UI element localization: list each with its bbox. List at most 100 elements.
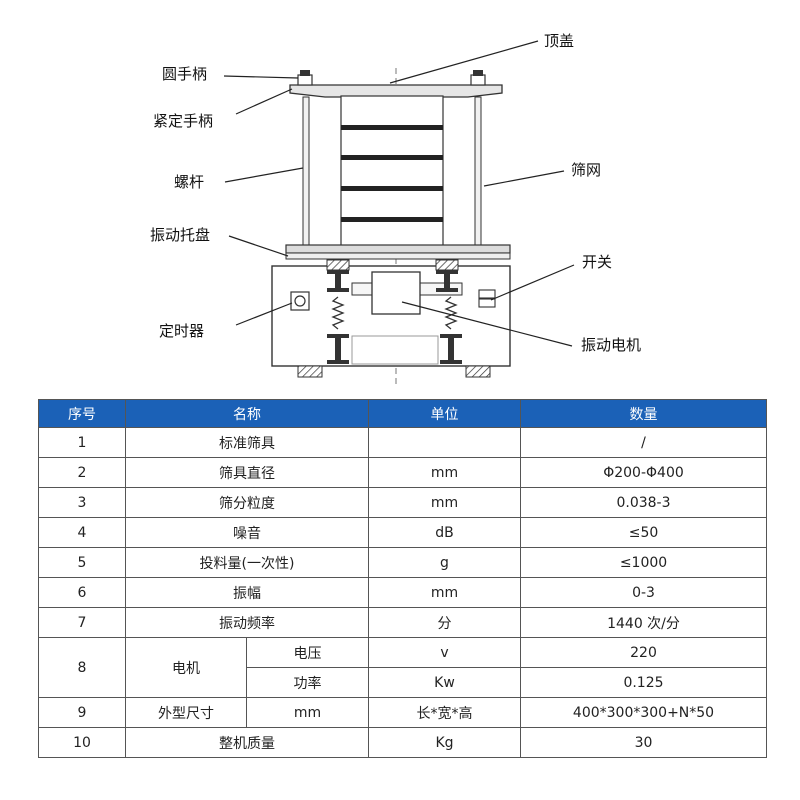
label-timer: 定时器 (159, 322, 205, 340)
leader-timer (235, 302, 293, 326)
round-handle-right (470, 70, 486, 86)
cell-seq: 5 (38, 547, 126, 578)
cell-name: 振幅 (125, 577, 369, 608)
cell-name: 标准筛具 (125, 427, 369, 458)
spring-right (444, 296, 458, 330)
table-row: 8 电机 电压 v 220 (38, 637, 767, 698)
label-round-handle: 圆手柄 (162, 65, 208, 83)
table-row: 2 筛具直径 mm Φ200-Φ400 (38, 457, 767, 488)
cell-unit: mm (368, 577, 521, 608)
label-top-cover: 顶盖 (544, 32, 575, 50)
sieve-shaker-diagram (223, 40, 575, 384)
leader-top-cover (389, 40, 539, 84)
leader-sieve-mesh (483, 170, 565, 187)
cell-seq: 2 (38, 457, 126, 488)
spring-left (331, 296, 345, 330)
leader-round-handle (223, 75, 299, 79)
cell-subname: 功率 (246, 667, 369, 698)
table-row: 5 投料量(一次性) g ≤1000 (38, 547, 767, 578)
cell-qty: 0.125 (520, 667, 767, 698)
hatch-block (326, 259, 350, 271)
label-screw-rod: 螺杆 (174, 173, 205, 191)
table-row: 4 噪音 dB ≤50 (38, 517, 767, 548)
table-row: 3 筛分粒度 mm 0.038-3 (38, 487, 767, 518)
table-row: 6 振幅 mm 0-3 (38, 577, 767, 608)
motor-shaft (351, 335, 439, 365)
cell-unit: 分 (368, 607, 521, 638)
label-vibration-motor: 振动电机 (581, 336, 642, 354)
leader-vibration-motor (401, 301, 573, 347)
table-row: 10 整机质量 Kg 30 (38, 727, 767, 758)
timer-knob (290, 291, 310, 311)
table-row: 1 标准筛具 / (38, 427, 767, 458)
cell-unit: v (368, 637, 521, 668)
cell-seq: 3 (38, 487, 126, 518)
sieve-stack (340, 95, 444, 247)
screw-rod-left (302, 96, 310, 246)
cell-seq: 7 (38, 607, 126, 638)
cell-seq: 8 (38, 637, 126, 698)
cell-unit: Kg (368, 727, 521, 758)
round-handle-left (297, 70, 313, 86)
header-name: 名称 (125, 399, 369, 428)
label-sieve-mesh: 筛网 (571, 161, 602, 179)
screw-rod-right (474, 96, 482, 246)
spec-table: 序号 名称 单位 数量 1 标准筛具 / 2 筛具直径 mm Φ200-Φ400… (38, 399, 767, 758)
leader-tighten-handle (235, 88, 293, 115)
i-beam-left (327, 334, 349, 364)
table-row: 7 振动频率 分 1440 次/分 (38, 607, 767, 638)
hatch-block (435, 259, 459, 271)
cell-qty: Φ200-Φ400 (520, 457, 767, 488)
cell-name: 筛具直径 (125, 457, 369, 488)
label-switch: 开关 (582, 253, 613, 271)
label-tighten-handle: 紧定手柄 (153, 112, 214, 130)
header-quantity: 数量 (520, 399, 767, 428)
label-vibration-tray: 振动托盘 (150, 226, 211, 244)
cell-unit: Kw (368, 667, 521, 698)
vibration-tray (285, 244, 511, 260)
cell-qty: 1440 次/分 (520, 607, 767, 638)
cell-name: 筛分粒度 (125, 487, 369, 518)
cell-qty: 400*300*300+N*50 (520, 697, 767, 728)
table-row: 9 外型尺寸 mm 长*宽*高 400*300*300+N*50 (38, 697, 767, 728)
cell-qty: 30 (520, 727, 767, 758)
table-row: 功率 Kw 0.125 (39, 667, 767, 698)
leader-switch (490, 264, 575, 301)
vibration-motor-body (371, 271, 421, 315)
cell-seq: 6 (38, 577, 126, 608)
cell-name: 外型尺寸 (125, 697, 247, 728)
cell-qty: 220 (520, 637, 767, 668)
foot-left (297, 365, 323, 378)
cell-qty: ≤50 (520, 517, 767, 548)
cell-name: 振动频率 (125, 607, 369, 638)
i-beam-top-right (436, 270, 458, 292)
cell-seq: 1 (38, 427, 126, 458)
cell-name: 电机 (125, 637, 247, 698)
header-seq: 序号 (38, 399, 126, 428)
cell-unit (368, 427, 521, 458)
cell-unit: dB (368, 517, 521, 548)
header-unit: 单位 (368, 399, 521, 428)
cell-unit: mm (368, 457, 521, 488)
i-beam-top-left (327, 270, 349, 292)
cell-unit: mm (368, 487, 521, 518)
leader-vibration-tray (228, 235, 289, 257)
cell-name: 整机质量 (125, 727, 369, 758)
cell-qty: ≤1000 (520, 547, 767, 578)
cell-unit: 长*宽*高 (368, 697, 521, 728)
cell-name: 投料量(一次性) (125, 547, 369, 578)
cell-name: 噪音 (125, 517, 369, 548)
i-beam-right (440, 334, 462, 364)
table-header-row: 序号 名称 单位 数量 (38, 399, 767, 428)
cell-seq: 4 (38, 517, 126, 548)
cell-qty: 0-3 (520, 577, 767, 608)
cell-seq: 10 (38, 727, 126, 758)
switch-box (478, 289, 496, 308)
cell-subname: mm (246, 697, 369, 728)
foot-right (465, 365, 491, 378)
top-cover (289, 84, 503, 98)
leader-screw-rod (224, 167, 304, 183)
cell-subname: 电压 (246, 637, 369, 668)
cell-qty: 0.038-3 (520, 487, 767, 518)
cell-seq: 9 (38, 697, 126, 728)
